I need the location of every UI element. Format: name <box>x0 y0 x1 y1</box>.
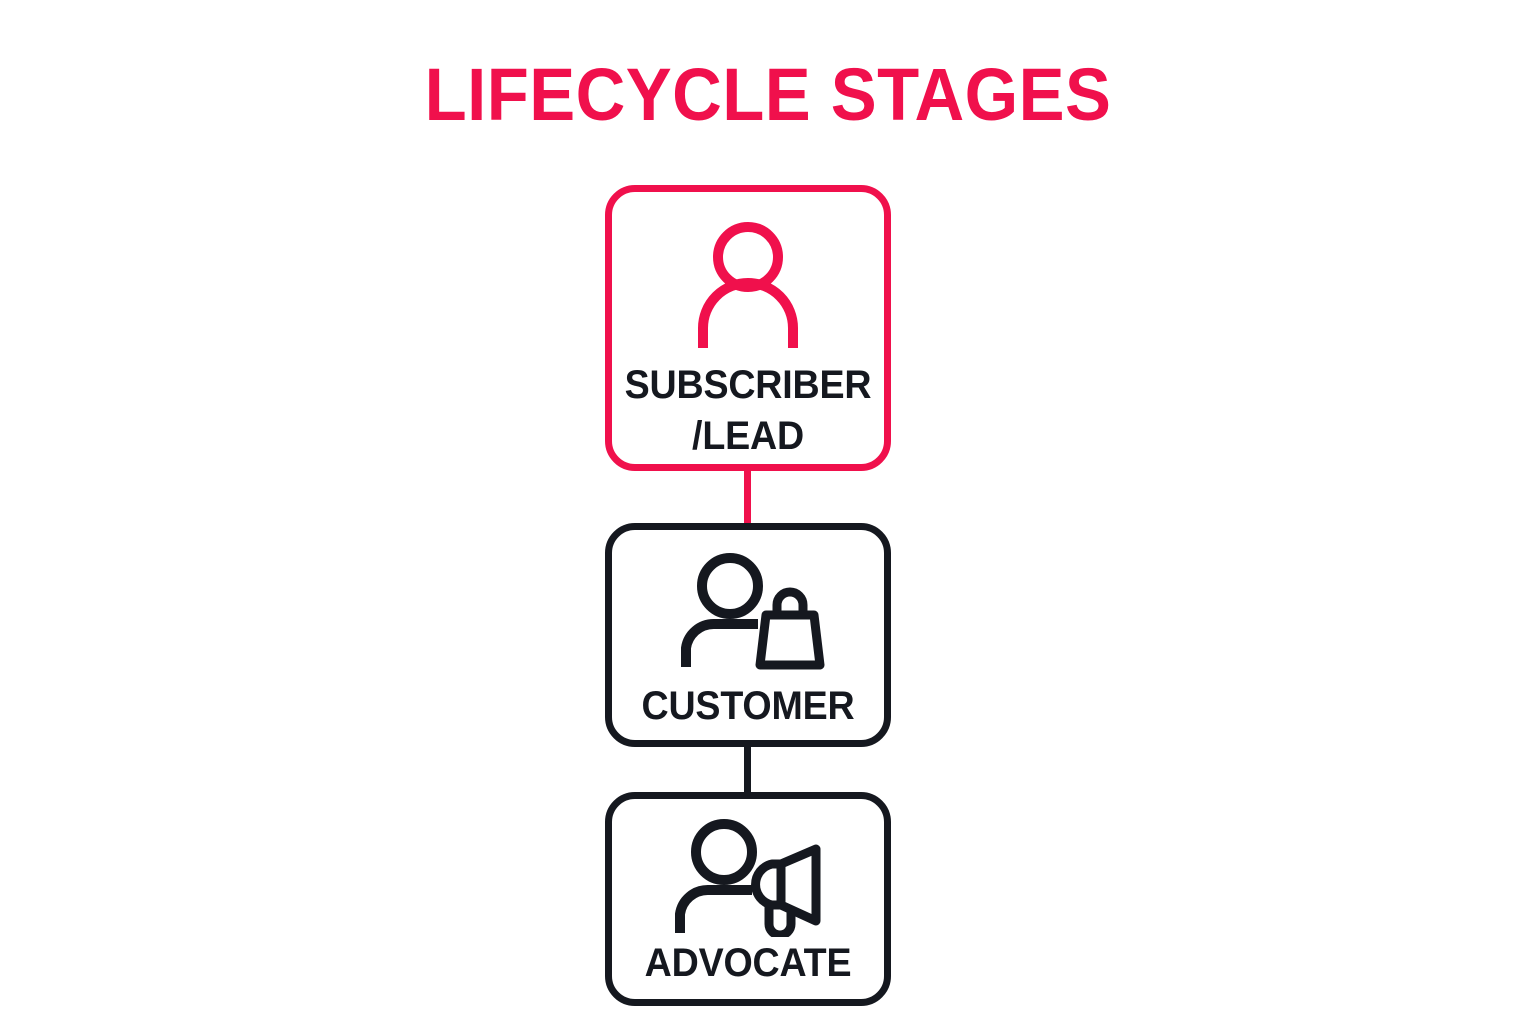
stage-label-customer: CUSTOMER <box>641 684 855 728</box>
person-icon-svg <box>698 222 798 348</box>
stage-card-advocate[interactable]: ADVOCATE <box>605 792 891 1006</box>
person-shopping-bag-icon <box>612 552 884 672</box>
person-icon <box>612 220 884 350</box>
connector-subscriber-to-customer <box>744 462 751 532</box>
stage-card-subscriber-lead[interactable]: SUBSCRIBER /LEAD <box>605 185 891 471</box>
stage-label-advocate: ADVOCATE <box>644 941 852 985</box>
person-shopping-bag-icon-svg <box>681 553 825 670</box>
stage-card-customer[interactable]: CUSTOMER <box>605 523 891 747</box>
page-title: LIFECYCLE STAGES <box>424 53 1112 136</box>
person-megaphone-icon <box>612 819 884 937</box>
person-megaphone-icon-svg <box>675 819 821 937</box>
connector-customer-to-advocate <box>744 738 751 800</box>
stage-label-subscriber-lead: SUBSCRIBER /LEAD <box>624 363 872 458</box>
